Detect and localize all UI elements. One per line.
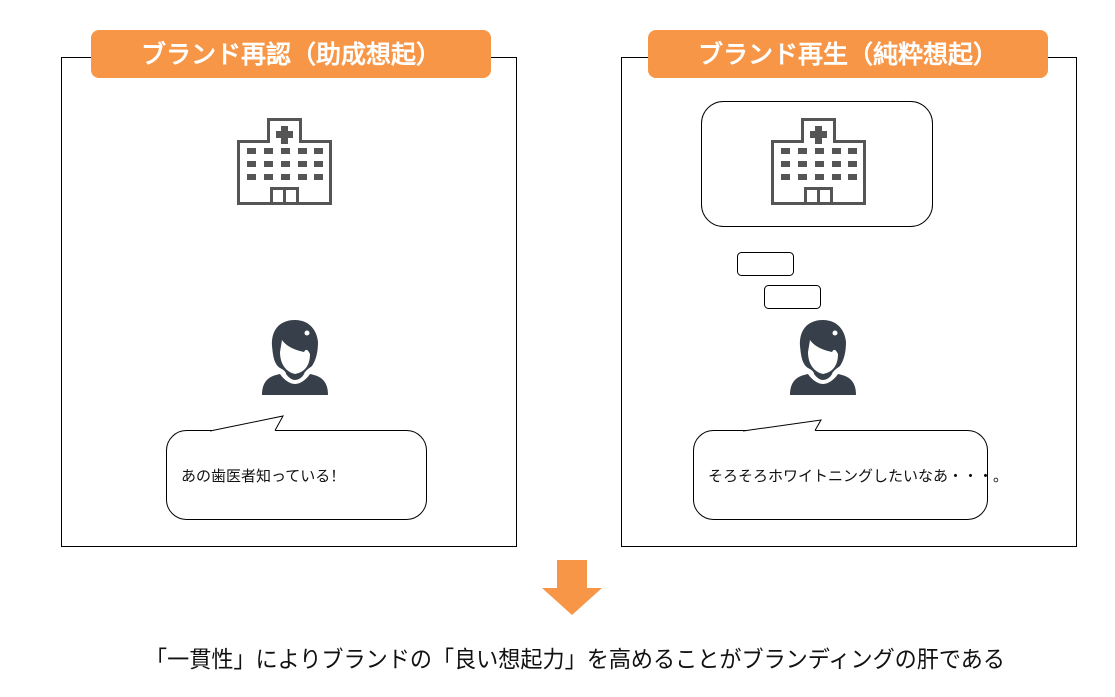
speech-bubble — [166, 415, 427, 520]
speech-bubble — [693, 419, 988, 520]
thought-dot — [737, 252, 794, 276]
person-icon — [790, 320, 856, 395]
left-panel: ブランド再認（助成想起） あの歯医者知っている！ — [61, 30, 517, 547]
thought-dot — [764, 285, 821, 309]
right-panel: ブランド再生（純粋想起） そろそろホワイトニングしたいなあ・・・。 — [621, 30, 1077, 547]
right-title: ブランド再生（純粋想起） — [698, 40, 998, 69]
person-icon — [262, 320, 328, 395]
right-speech-text: そろそろホワイトニングしたいなあ・・・。 — [708, 467, 1008, 485]
left-speech-text: あの歯医者知っている！ — [181, 467, 345, 485]
right-title-badge — [648, 30, 1048, 78]
conclusion-text: 「一貫性」によりブランドの「良い想起力」を高めることがブランディングの肝である — [145, 647, 1005, 673]
left-title-badge — [91, 30, 491, 78]
left-title: ブランド再認（助成想起） — [141, 40, 441, 69]
down-arrow-icon — [542, 560, 602, 615]
hospital-icon — [237, 118, 332, 205]
